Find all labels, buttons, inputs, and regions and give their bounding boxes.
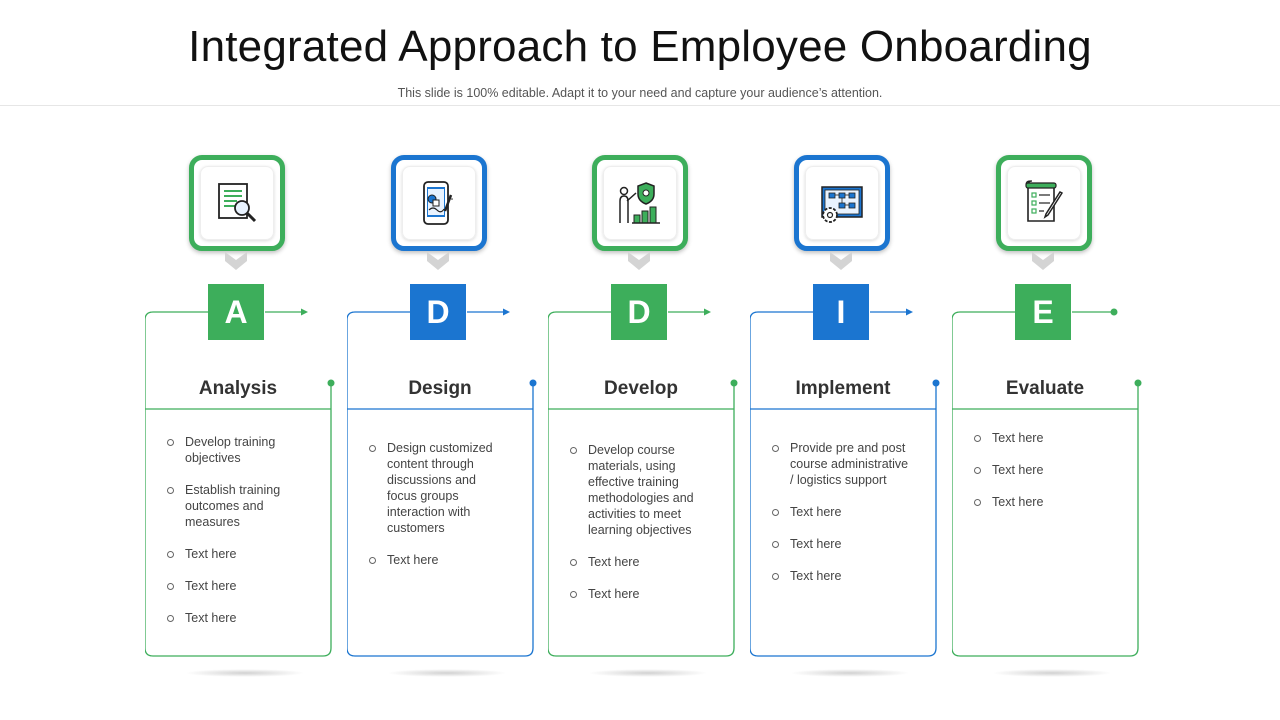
stage-heading: Implement [795, 378, 891, 399]
bullet-list: Develop training objectives Establish tr… [167, 434, 307, 642]
bullet-item: Develop training objectives [167, 434, 307, 466]
presentation-growth-icon [619, 182, 660, 224]
stage-letter: E [1015, 284, 1071, 340]
card-outline [347, 308, 537, 657]
stage-design: D Design Design customized content throu… [347, 150, 547, 680]
header-divider [0, 105, 1280, 106]
bullet-item: Text here [772, 504, 912, 520]
stage-letter: D [410, 284, 466, 340]
bullet-item: Develop course materials, using effectiv… [570, 442, 710, 538]
stage-letter: A [208, 284, 264, 340]
bullet-item: Text here [570, 554, 710, 570]
card-outline [548, 308, 738, 657]
stage-heading: Develop [604, 378, 678, 399]
bullet-list: Develop course materials, using effectiv… [570, 442, 710, 618]
stage-evaluate: E Evaluate Text here Text here Text here [952, 150, 1152, 680]
stage-analysis: A Analysis Develop training objectives E… [145, 150, 345, 680]
card-shadow [387, 669, 507, 677]
stage-letter: D [611, 284, 667, 340]
chevron-down-icon [628, 252, 650, 270]
bullet-item: Establish training outcomes and measures [167, 482, 307, 530]
card-shadow [185, 669, 305, 677]
stage-implement: I Implement Provide pre and post course … [750, 150, 950, 680]
card-shadow [790, 669, 910, 677]
icon-frame [794, 155, 890, 251]
page-title: Integrated Approach to Employee Onboardi… [188, 22, 1092, 71]
stage-heading: Evaluate [1005, 378, 1085, 399]
chevron-down-icon [427, 252, 449, 270]
card-shadow [992, 669, 1112, 677]
checklist-pen-icon [1025, 180, 1064, 222]
bullet-list: Provide pre and post course administrati… [772, 440, 912, 600]
card-outline [145, 308, 335, 657]
bullet-list: Design customized content through discus… [369, 440, 509, 584]
mobile-design-icon [423, 181, 453, 225]
bullet-item: Provide pre and post course administrati… [772, 440, 912, 488]
icon-frame [189, 155, 285, 251]
bullet-item: Text here [974, 430, 1114, 446]
stage-heading: Design [408, 378, 472, 399]
stage-develop: D Develop Develop course materials, usin… [548, 150, 748, 680]
card-outline [952, 308, 1142, 657]
page-subtitle: This slide is 100% editable. Adapt it to… [397, 86, 883, 100]
bullet-item: Text here [974, 494, 1114, 510]
bullet-item: Text here [974, 462, 1114, 478]
document-search-icon [218, 183, 257, 223]
bullet-item: Text here [167, 546, 307, 562]
bullet-list: Text here Text here Text here [974, 430, 1114, 526]
card-shadow [588, 669, 708, 677]
bullet-item: Text here [570, 586, 710, 602]
bullet-item: Text here [167, 578, 307, 594]
chevron-down-icon [1032, 252, 1054, 270]
icon-frame [391, 155, 487, 251]
bullet-item: Text here [369, 552, 509, 568]
chevron-down-icon [830, 252, 852, 270]
stage-letter: I [813, 284, 869, 340]
card-outline [750, 308, 940, 657]
blueprint-gear-icon [821, 186, 863, 223]
icon-frame [996, 155, 1092, 251]
stage-heading: Analysis [198, 378, 278, 399]
bullet-item: Text here [167, 610, 307, 626]
bullet-item: Text here [772, 536, 912, 552]
icon-frame [592, 155, 688, 251]
bullet-item: Text here [772, 568, 912, 584]
bullet-item: Design customized content through discus… [369, 440, 509, 536]
chevron-down-icon [225, 252, 247, 270]
